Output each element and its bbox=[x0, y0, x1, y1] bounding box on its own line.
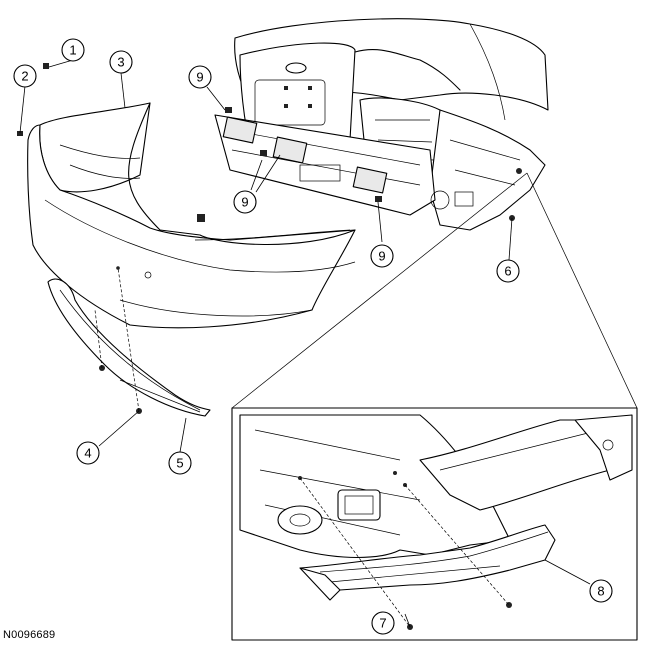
callout-label: 9 bbox=[196, 70, 203, 85]
pin-type-retainer-1 bbox=[43, 63, 49, 69]
callout-label: 1 bbox=[69, 43, 76, 58]
callout-label: 9 bbox=[378, 249, 385, 264]
callout-2: 2 bbox=[13, 64, 37, 88]
nut-9c bbox=[375, 196, 382, 202]
callout-6: 6 bbox=[496, 259, 520, 283]
leader-lines bbox=[19, 59, 638, 628]
inset-detail-panel bbox=[231, 407, 638, 641]
callout-label: 8 bbox=[597, 584, 604, 599]
logo-emblem bbox=[285, 62, 307, 74]
callout-label: 7 bbox=[379, 616, 386, 631]
figure-id-label: N0096689 bbox=[3, 629, 56, 641]
callout-label: 2 bbox=[21, 69, 28, 84]
screw-6a bbox=[516, 168, 522, 174]
screw-2 bbox=[17, 131, 23, 136]
callout-8: 8 bbox=[589, 579, 613, 603]
nut-9b bbox=[260, 150, 267, 156]
callout-7: 7 bbox=[371, 611, 395, 635]
callout-label: 9 bbox=[241, 195, 248, 210]
callout-1: 1 bbox=[61, 38, 85, 62]
callout-4: 4 bbox=[76, 441, 100, 465]
callout-9b: 9 bbox=[233, 190, 257, 214]
rear-bumper-cover bbox=[27, 102, 356, 329]
callout-label: 3 bbox=[117, 55, 124, 70]
callout-3: 3 bbox=[109, 50, 133, 74]
callout-label: 6 bbox=[504, 264, 511, 279]
callout-label: 4 bbox=[84, 446, 91, 461]
lower-valance bbox=[47, 278, 211, 417]
vehicle-rear-body bbox=[214, 18, 549, 231]
nut-bumper bbox=[197, 214, 205, 222]
nut-9a bbox=[225, 107, 232, 113]
callout-9c: 9 bbox=[370, 244, 394, 268]
callout-9a: 9 bbox=[188, 65, 212, 89]
callout-label: 5 bbox=[176, 456, 183, 471]
callout-5: 5 bbox=[168, 451, 192, 475]
